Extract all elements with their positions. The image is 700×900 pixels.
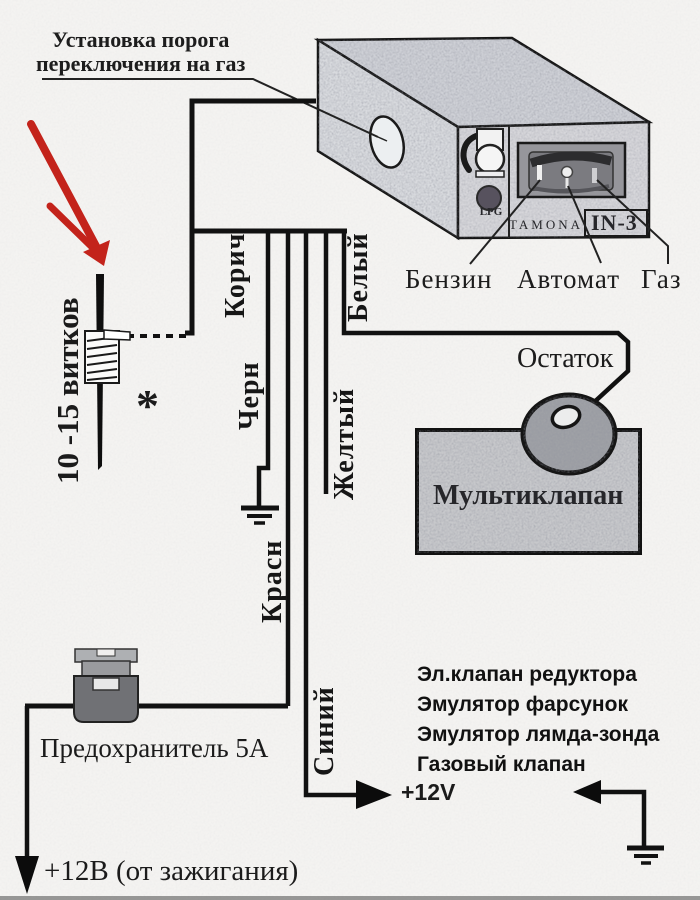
- blue-wire: [303, 231, 356, 798]
- model-frame: [584, 209, 648, 237]
- left-arrow-icon: [573, 780, 601, 804]
- load-item-gas-valve: Газовый клапан: [417, 753, 586, 776]
- load-item-reducer-valve: Эл.клапан редуктора: [417, 663, 637, 686]
- plus12v-arrow-icon: [356, 780, 392, 809]
- ground-symbol-left: [241, 505, 279, 525]
- wire-label-yellow: Желтый: [329, 387, 360, 500]
- fuse-label: Предохранитель 5А: [40, 733, 269, 763]
- down-arrow-icon: [15, 856, 39, 894]
- multivalve-label: Мультиклапан: [433, 480, 624, 511]
- red-marker-arrow-icon: [27, 120, 110, 266]
- sensor-label: Остаток: [517, 343, 614, 374]
- ignition-12v-label: +12В (от зажигания): [44, 855, 299, 887]
- photo-bottom-edge: [0, 896, 700, 900]
- black-wire: [256, 231, 271, 506]
- lpg-led-icon: [476, 185, 502, 211]
- device-brand: TAMONA: [509, 217, 584, 232]
- cable-entry-hole-icon: [368, 115, 406, 169]
- switch-mark-auto: [560, 165, 574, 179]
- switch-leader-lines: [469, 179, 669, 265]
- wire-label-brown: Корич: [220, 232, 251, 318]
- wire-label-white: Белый: [343, 232, 374, 322]
- callout-line1: Установка порога: [52, 27, 230, 52]
- plus12v-label: +12V: [401, 779, 456, 805]
- callout-leader-tick: [377, 136, 388, 142]
- coil-turns-label: 10 -15 витков: [50, 297, 85, 484]
- load-item-injector-emulator: Эмулятор фарсунок: [417, 693, 628, 716]
- position-label-petrol: Бензин: [405, 264, 493, 294]
- level-needle-and-coil: [84, 274, 131, 470]
- switch-mark-petrol: [537, 165, 542, 180]
- load-item-lambda-emulator: Эмулятор лямда-зонда: [417, 723, 660, 746]
- wire-label-blue: Синий: [309, 686, 340, 776]
- switch-rocker-shadow: [529, 151, 613, 168]
- callout-line2: переключения на газ: [36, 51, 246, 76]
- position-label-gas: Газ: [641, 264, 682, 294]
- gas-pump-icon: [460, 128, 506, 178]
- mode-switch: [516, 141, 627, 199]
- callout-leader-line: [42, 78, 379, 138]
- wire-label-black: Черн: [234, 361, 265, 430]
- loads-list: Эл.клапан редуктора Эмулятор фарсунок Эм…: [417, 660, 659, 780]
- ground-symbol-right: [627, 845, 664, 865]
- coil-footnote-mark: *: [136, 380, 159, 431]
- wire-label-red: Красн: [257, 539, 288, 623]
- device-model: IN-3: [591, 210, 638, 235]
- sensor-nipple-icon: [550, 404, 582, 430]
- position-label-auto: Автомат: [517, 264, 620, 294]
- fuse-icon: [73, 648, 139, 723]
- device-button-label: LPG: [479, 206, 503, 218]
- coil-tap-tag: [103, 329, 131, 341]
- loads-ground-wire: [598, 789, 647, 846]
- white-wire: [341, 231, 631, 408]
- device-box: [313, 36, 669, 265]
- switch-mark-gas: [592, 168, 597, 183]
- harness-brown-wire: [185, 98, 316, 336]
